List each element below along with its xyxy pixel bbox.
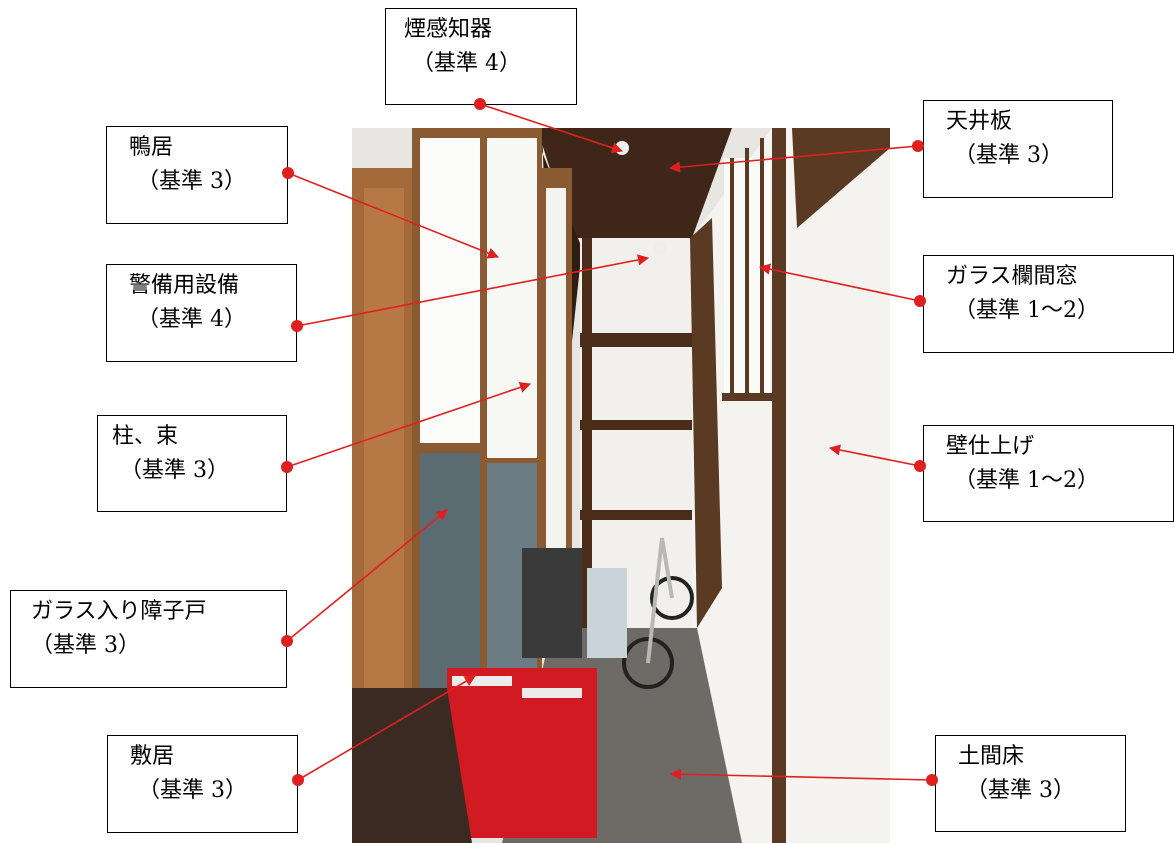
callout-title: 天井板 <box>946 109 1013 134</box>
callout-subtitle: （基準 3） <box>138 778 247 803</box>
callout-subtitle: （基準 3） <box>966 778 1075 803</box>
callout-glass-transom: ガラス欄間窓 （基準 1～2） <box>923 255 1174 353</box>
callout-shikii: 敷居 （基準 3） <box>107 735 298 833</box>
callout-wall-finish: 壁仕上げ （基準 1～2） <box>923 425 1174 522</box>
callout-shoji-door: ガラス入り障子戸 （基準 3） <box>10 590 287 688</box>
callout-title: 柱、束 <box>112 424 179 449</box>
callout-subtitle: （基準 3） <box>31 633 140 658</box>
callout-smoke-detector: 煙感知器 （基準 4） <box>385 8 577 105</box>
callout-subtitle: （基準 3） <box>954 143 1063 168</box>
callout-title: 壁仕上げ <box>946 434 1035 459</box>
callout-subtitle: （基準 4） <box>412 51 521 76</box>
callout-title: 煙感知器 <box>404 17 493 42</box>
callout-title: 警備用設備 <box>129 273 240 298</box>
callout-subtitle: （基準 1～2） <box>954 298 1099 323</box>
callout-subtitle: （基準 3） <box>137 169 246 194</box>
callout-kamoi: 鴨居 （基準 3） <box>106 126 288 224</box>
callout-subtitle: （基準 4） <box>137 307 246 332</box>
callout-title: ガラス欄間窓 <box>946 264 1078 289</box>
callout-title: 鴨居 <box>129 135 174 160</box>
callout-title: 土間床 <box>958 744 1025 769</box>
callout-ceiling-board: 天井板 （基準 3） <box>923 100 1113 198</box>
callout-security-equipment: 警備用設備 （基準 4） <box>106 264 297 362</box>
callout-title: 敷居 <box>130 744 175 769</box>
callout-title: ガラス入り障子戸 <box>31 599 207 624</box>
corridor-photo <box>352 128 890 843</box>
callout-subtitle: （基準 3） <box>120 458 229 483</box>
callout-subtitle: （基準 1～2） <box>954 468 1099 493</box>
callout-doma-floor: 土間床 （基準 3） <box>935 735 1126 832</box>
callout-pillar: 柱、束 （基準 3） <box>97 415 287 512</box>
